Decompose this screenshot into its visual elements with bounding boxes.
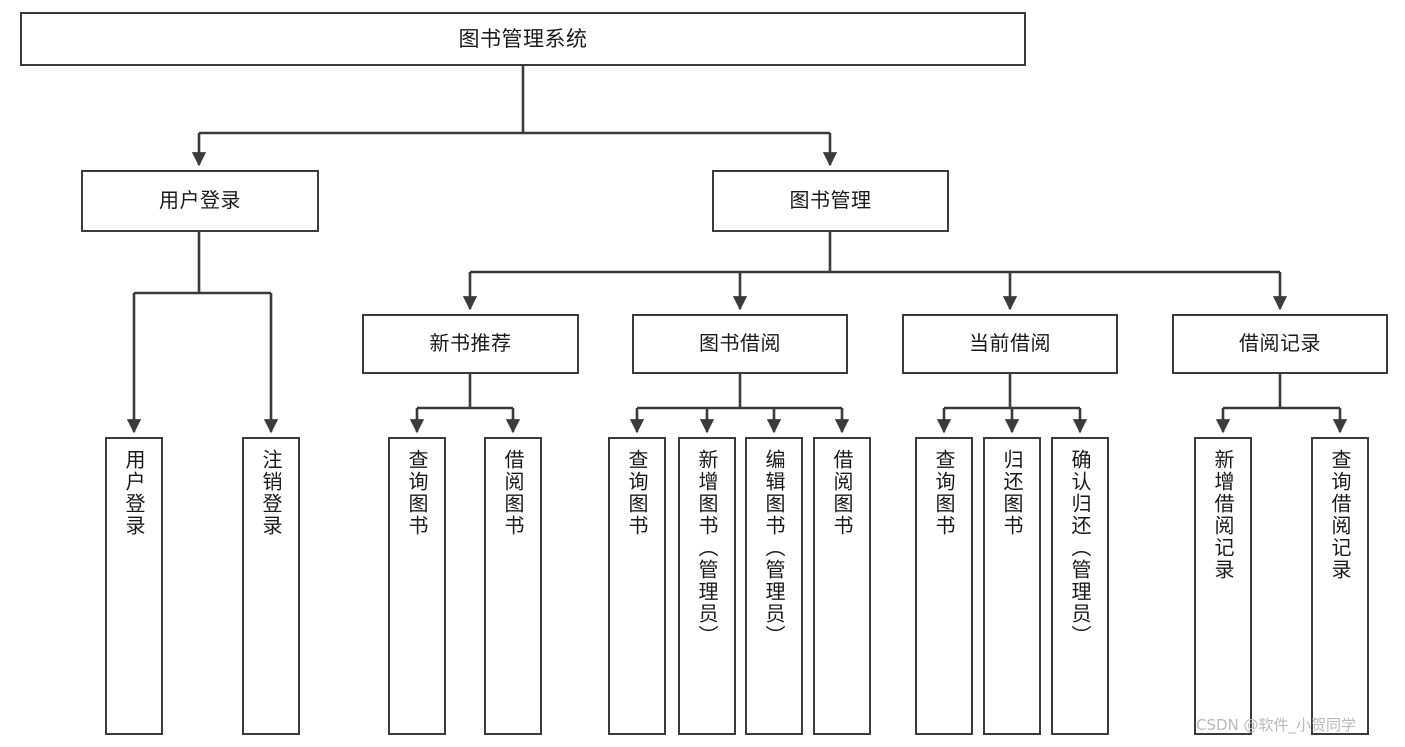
leaf-user-login[interactable]: 用户登录 <box>105 437 163 735</box>
node-label: 注销登录 <box>259 449 283 537</box>
leaf-borrow-book-bb[interactable]: 借阅图书 <box>813 437 871 735</box>
leaf-add-borrow-record[interactable]: 新增借阅记录 <box>1194 437 1252 735</box>
node-book-borrow[interactable]: 图书借阅 <box>632 314 848 374</box>
node-label: 查询图书 <box>932 449 956 537</box>
leaf-query-borrow-record[interactable]: 查询借阅记录 <box>1311 437 1369 735</box>
node-user-login[interactable]: 用户登录 <box>81 170 319 232</box>
leaf-query-book-cb[interactable]: 查询图书 <box>915 437 973 735</box>
node-label: 新增借阅记录 <box>1211 449 1235 581</box>
leaf-add-book-admin[interactable]: 新增图书（管理员） <box>678 437 736 735</box>
node-label: 图书借阅 <box>699 331 781 356</box>
leaf-edit-book-admin[interactable]: 编辑图书（管理员） <box>745 437 803 735</box>
node-label: 查询借阅记录 <box>1328 449 1352 581</box>
node-label: 编辑图书（管理员） <box>762 449 786 647</box>
node-current-borrow[interactable]: 当前借阅 <box>902 314 1118 374</box>
node-label: 借阅图书 <box>830 449 854 537</box>
node-label: 确认归还（管理员） <box>1068 449 1092 647</box>
node-label: 用户登录 <box>159 188 241 213</box>
leaf-confirm-return-admin[interactable]: 确认归还（管理员） <box>1051 437 1109 735</box>
node-label: 借阅记录 <box>1239 331 1321 356</box>
node-label: 图书管理系统 <box>458 26 588 51</box>
node-label: 归还图书 <box>1000 449 1024 537</box>
node-new-book-recommend[interactable]: 新书推荐 <box>362 314 579 374</box>
node-borrow-record[interactable]: 借阅记录 <box>1172 314 1388 374</box>
leaf-return-book[interactable]: 归还图书 <box>983 437 1041 735</box>
node-book-management-system[interactable]: 图书管理系统 <box>20 12 1026 66</box>
node-label: 查询图书 <box>405 449 429 537</box>
node-label: 查询图书 <box>625 449 649 537</box>
node-book-management[interactable]: 图书管理 <box>712 170 949 232</box>
leaf-borrow-book-nbr[interactable]: 借阅图书 <box>484 437 542 735</box>
leaf-logout[interactable]: 注销登录 <box>242 437 300 735</box>
node-label: 用户登录 <box>122 449 146 537</box>
leaf-query-book-bb[interactable]: 查询图书 <box>608 437 666 735</box>
node-label: 新增图书（管理员） <box>695 449 719 647</box>
leaf-query-book-nbr[interactable]: 查询图书 <box>388 437 446 735</box>
node-label: 新书推荐 <box>429 331 512 356</box>
node-label: 借阅图书 <box>501 449 525 537</box>
csdn-watermark: CSDN @软件_小贺同学 <box>1196 716 1357 734</box>
node-label: 图书管理 <box>789 188 872 213</box>
node-label: 当前借阅 <box>969 331 1051 356</box>
